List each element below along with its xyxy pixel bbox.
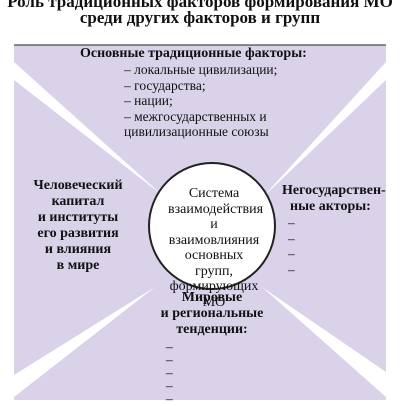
left-line: и институты (37, 210, 119, 225)
bottom-heading-line: и региональные (160, 306, 264, 321)
bottom-dash-item: – (166, 365, 173, 380)
center-line: МО (202, 294, 226, 310)
top-item: – межгосударственных и (124, 108, 267, 124)
left-block: Человеческий капитал и институты его раз… (26, 178, 130, 274)
bottom-dash-list: – – – – – (166, 339, 173, 406)
left-line: Человеческий (33, 178, 123, 193)
center-line: Система (188, 186, 240, 201)
left-line: в мире (56, 258, 100, 273)
center-line: и взаимовлияния (168, 217, 260, 248)
bottom-dash-item: – (166, 391, 173, 406)
top-item: – локальные цивилизации; (124, 62, 278, 77)
bottom-left-divider-wedge (14, 287, 155, 397)
top-item: цивилизационные союзы (124, 124, 269, 139)
center-line: взаимодействия (168, 201, 264, 217)
left-line: капитал (51, 194, 105, 209)
right-dash-item: – (288, 261, 295, 277)
center-line: основных групп, (184, 248, 244, 279)
right-heading-line: ные акторы: (290, 199, 371, 214)
center-line: формирующих (169, 279, 259, 294)
top-right-divider-wedge (262, 62, 386, 198)
bottom-heading-line: Мировые (181, 290, 243, 305)
diagram-title-line-1: Роль традиционных факторов формирования … (7, 0, 393, 11)
bottom-dash-item: – (166, 378, 173, 393)
top-item: – нации; (124, 93, 173, 108)
top-block: Основные традиционные факторы: – локальн… (80, 46, 307, 140)
bottom-dash-item: – (166, 339, 173, 354)
top-heading: Основные традиционные факторы: (80, 46, 307, 61)
center-text: Система взаимодействия и взаимовлияния о… (168, 186, 264, 310)
left-line: его развития (37, 226, 119, 241)
top-item: – государства; (124, 77, 206, 93)
right-dash-item: – (288, 246, 295, 261)
right-dash-item: – (288, 230, 295, 246)
bottom-dash-item: – (166, 352, 173, 367)
right-dash-item: – (288, 215, 295, 230)
bottom-heading-line: тенденции: (176, 322, 248, 337)
left-line: и влияния (44, 242, 112, 257)
bottom-right-divider-wedge (262, 287, 386, 397)
bottom-block: Мировые и региональные тенденции: (150, 290, 274, 338)
top-left-divider-wedge (14, 62, 162, 195)
right-block: Негосударствен- ные акторы: – – – – (282, 183, 386, 277)
right-heading-line: Негосударствен- (282, 183, 386, 198)
diagram-title-line-2: среди других факторов и групп (79, 8, 321, 27)
center-circle (148, 162, 276, 290)
